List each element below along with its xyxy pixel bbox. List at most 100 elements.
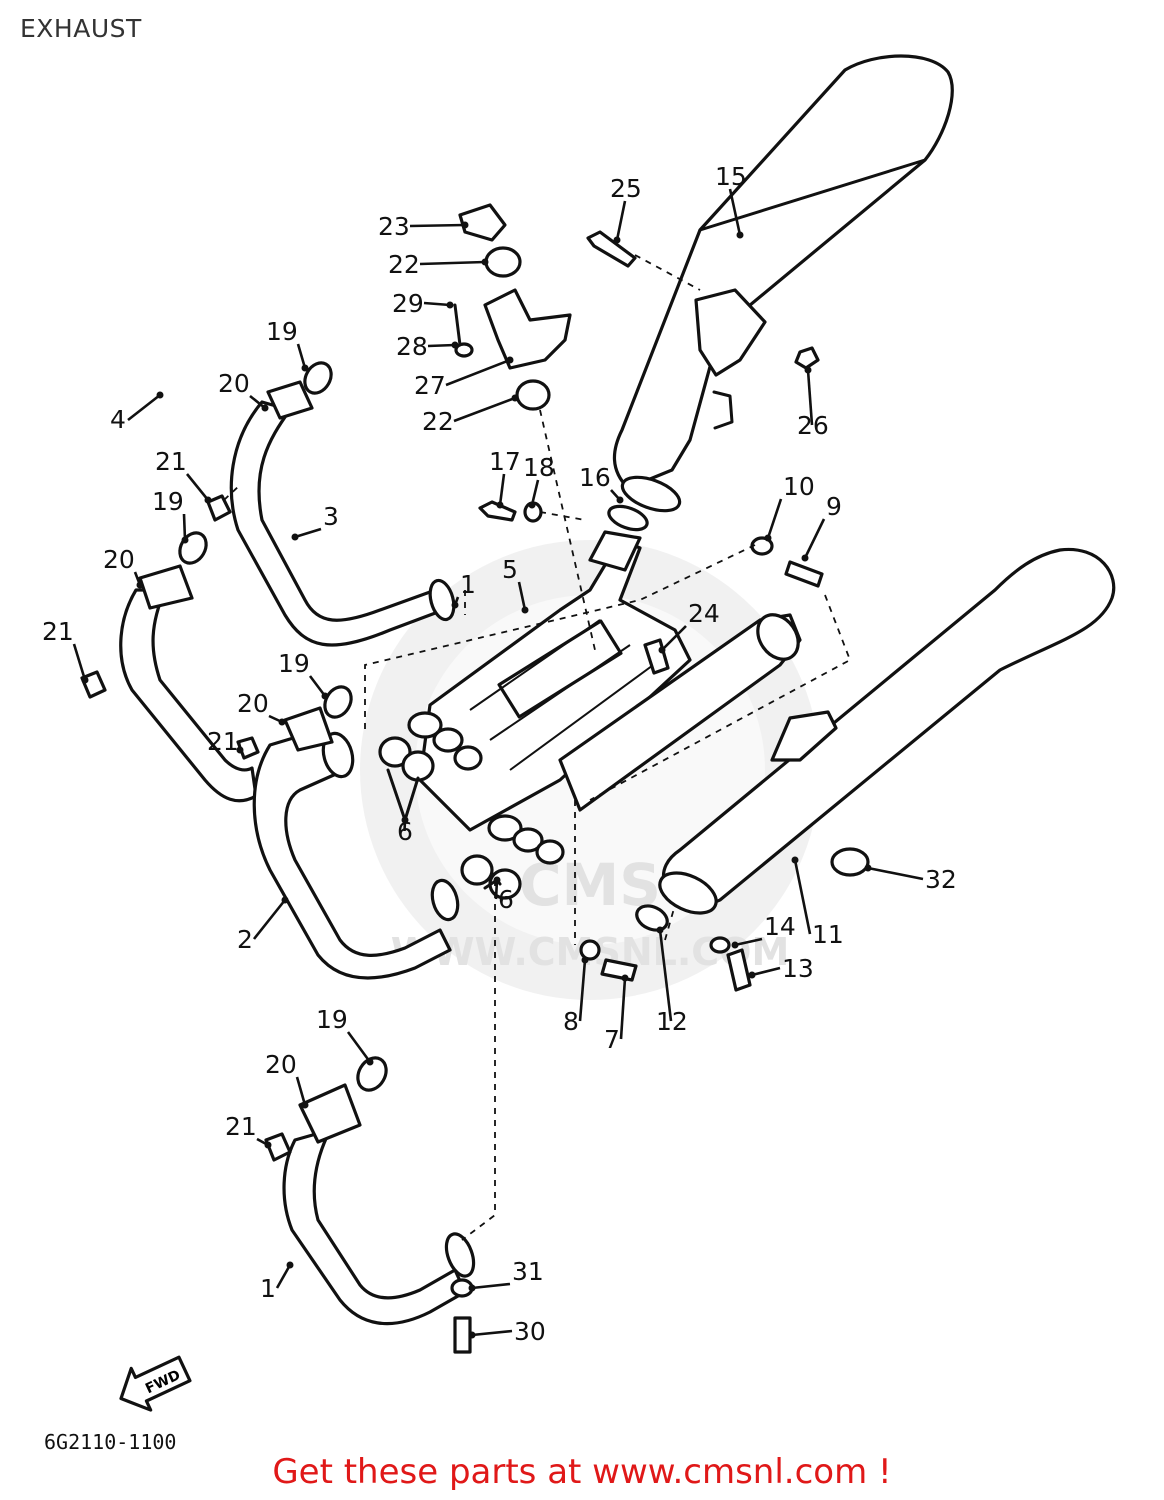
leader-arrowhead (446, 301, 454, 309)
assembly-guides (223, 254, 852, 1241)
leader-line (867, 866, 924, 881)
callout-7: 7 (604, 974, 629, 1054)
leader-line (453, 396, 516, 423)
leader-arrowhead (301, 1101, 309, 1109)
callout-15: 15 (715, 162, 747, 239)
leader-arrowhead (764, 534, 772, 542)
leader-line (751, 966, 781, 977)
leader-arrowhead (468, 1284, 476, 1292)
leader-arrowhead (801, 554, 809, 562)
leader-arrowhead (286, 1261, 294, 1269)
leader-arrowhead (136, 581, 144, 589)
leader-arrowhead (496, 501, 504, 509)
leader-arrowhead (236, 746, 244, 754)
part-number-label: 21 (225, 1112, 257, 1141)
callout-21: 21 (207, 727, 244, 756)
callout-28: 28 (396, 332, 459, 361)
leader-line (423, 301, 451, 307)
callout-25: 25 (610, 174, 642, 244)
upper-muffler (607, 54, 954, 532)
part-number-label: 21 (155, 447, 187, 476)
leader-line (308, 675, 327, 697)
leader-arrowhead (864, 864, 872, 872)
leader-line (185, 473, 210, 501)
leader-line (252, 899, 287, 940)
promo-banner: Get these parts at www.cmsnl.com ! (0, 1452, 1164, 1492)
part-number-label: 1 (460, 570, 476, 599)
leader-line (806, 369, 814, 426)
leader-arrowhead (791, 856, 799, 864)
part-number-label: 2 (237, 925, 253, 954)
part-number-label: 22 (422, 407, 454, 436)
part-number-label: 25 (610, 174, 642, 203)
part-number-label: 15 (715, 162, 747, 191)
callout-2: 2 (237, 896, 289, 954)
callout-19: 19 (316, 1005, 374, 1066)
callout-19: 19 (152, 487, 189, 544)
leader-line (619, 977, 627, 1040)
callout-11: 11 (791, 856, 844, 949)
leader-arrowhead (616, 496, 624, 504)
leader-line (471, 1329, 513, 1337)
leader-line (427, 343, 456, 348)
callout-17: 17 (489, 447, 521, 509)
leader-arrowhead (301, 364, 309, 372)
leader-arrowhead (278, 718, 286, 726)
leader-line (72, 643, 87, 681)
leader-arrowhead (451, 341, 459, 349)
callout-18: 18 (523, 453, 555, 509)
part-number-label: 3 (323, 502, 339, 531)
leader-arrowhead (156, 391, 164, 399)
part-number-label: 20 (237, 689, 269, 718)
lower-muffler (635, 547, 1116, 932)
callout-4: 4 (110, 391, 164, 434)
part-number-label: 18 (523, 453, 555, 482)
callout-31: 31 (468, 1257, 544, 1292)
callout-19: 19 (266, 317, 309, 372)
leader-arrowhead (621, 974, 629, 982)
callout-24: 24 (658, 599, 720, 654)
part-number-label: 5 (502, 555, 518, 584)
callout-29: 29 (392, 289, 454, 318)
leader-arrowhead (804, 366, 812, 374)
promo-link[interactable]: Get these parts at www.cmsnl.com ! (272, 1452, 892, 1492)
part-number-label: 22 (388, 250, 420, 279)
leader-arrowhead (521, 606, 529, 614)
part-number-label: 10 (783, 472, 815, 501)
callout-6: 6 (493, 876, 514, 914)
callout-23: 23 (378, 212, 469, 241)
leader-line (296, 343, 307, 369)
part-number-label: 8 (563, 1007, 579, 1036)
part-number-label: 1 (260, 1274, 276, 1303)
leader-arrowhead (261, 404, 269, 412)
part-number-label: 6 (498, 885, 514, 914)
leader-arrowhead (656, 926, 664, 934)
leader-arrowhead (658, 646, 666, 654)
callout-22: 22 (388, 250, 489, 279)
part-number-label: 19 (266, 317, 298, 346)
exhaust-pipe-4 (80, 531, 258, 803)
leader-arrowhead (181, 536, 189, 544)
leader-line (766, 498, 783, 539)
part-number-label: 20 (218, 369, 250, 398)
leader-line (803, 518, 826, 559)
leader-arrowhead (581, 956, 589, 964)
leader-arrowhead (451, 601, 459, 609)
part-number-label: 32 (925, 865, 957, 894)
leader-arrowhead (321, 692, 329, 700)
callout-30: 30 (468, 1317, 546, 1346)
part-number-label: 6 (397, 817, 413, 846)
collector-assembly (407, 530, 802, 865)
part-number-label: 30 (514, 1317, 546, 1346)
callout-26: 26 (797, 366, 829, 440)
leader-arrowhead (468, 1331, 476, 1339)
callout-14: 14 (731, 912, 796, 949)
callout-9: 9 (801, 492, 842, 562)
leader-arrowhead (511, 394, 519, 402)
part-number-label: 19 (316, 1005, 348, 1034)
leader-arrowhead (204, 496, 212, 504)
callout-21: 21 (155, 447, 212, 504)
part-number-label: 29 (392, 289, 424, 318)
callout-20: 20 (103, 545, 144, 589)
